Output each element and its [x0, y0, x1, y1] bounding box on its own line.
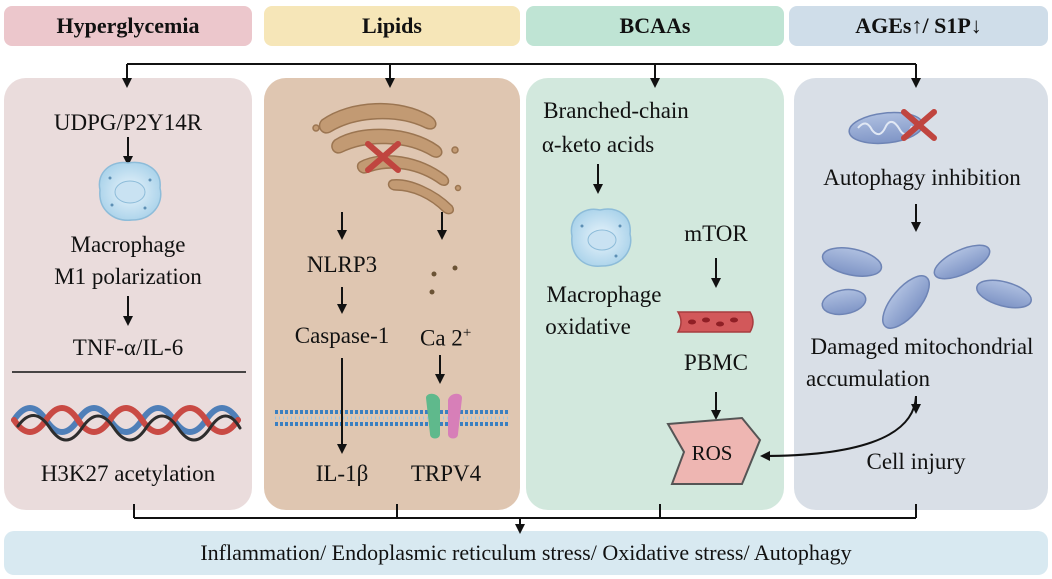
nlrp3-label: NLRP3: [306, 252, 378, 277]
macrophage-cell-icon: [98, 161, 162, 221]
header-lipids-label: Lipids: [362, 13, 422, 38]
x-mark-icon: [365, 141, 401, 173]
header-lipids: Lipids: [264, 6, 520, 46]
macrophage-oxidative-line2: oxidative: [545, 314, 631, 339]
autophagy-inhibition-label: Autophagy inhibition: [823, 165, 1021, 190]
damaged-mitochondria-icon: [821, 244, 1032, 329]
mtor-label: mTOR: [684, 221, 748, 246]
blood-vessel-icon: [676, 311, 754, 333]
top-connector: [122, 63, 921, 88]
macrophage-oxidative-icon: [570, 208, 632, 267]
header-hyperglycemia: Hyperglycemia: [4, 6, 252, 46]
outcomes-footer: Inflammation/ Endoplasmic reticulum stre…: [4, 531, 1048, 575]
pbmc-label: PBMC: [684, 350, 748, 375]
dna-helix-icon: [11, 405, 242, 442]
macrophage-label: Macrophage: [70, 232, 186, 257]
caspase-label: Caspase-1: [294, 323, 390, 348]
cell-injury-label: Cell injury: [866, 449, 966, 474]
receptor-label: UDPG/P2Y14R: [53, 110, 203, 135]
calcium-text: Ca 2: [420, 325, 463, 351]
calcium-ions-icon: [429, 265, 458, 295]
header-bcaas-label: BCAAs: [619, 13, 691, 38]
m1-polarization-label: M1 polarization: [54, 264, 202, 289]
header-hyperglycemia-label: Hyperglycemia: [56, 13, 200, 38]
macrophage-oxidative-line1: Macrophage: [546, 282, 662, 307]
calcium-charge: +: [462, 325, 472, 341]
header-ages: AGEs↑/ S1P↓: [789, 6, 1048, 46]
ros-burst-shape: [666, 416, 762, 485]
bottom-connector: [133, 504, 917, 534]
calcium-label: Ca 2+: [420, 320, 471, 352]
cytokines-label: TNF-α/IL-6: [72, 335, 184, 360]
il1b-label: IL-1β: [315, 461, 369, 486]
keto-acids-line2: α-keto acids: [541, 132, 655, 157]
ros-label: ROS: [691, 441, 733, 465]
damaged-mito-line1: Damaged mitochondrial: [810, 334, 1034, 359]
outcomes-label: Inflammation/ Endoplasmic reticulum stre…: [200, 540, 852, 565]
header-ages-label: AGEs↑/ S1P↓: [855, 13, 982, 38]
arrow-damaged-to-ros: [760, 395, 917, 461]
damaged-mito-line2: accumulation: [806, 366, 930, 391]
cell-membrane-icon: [275, 410, 510, 426]
x-mark-icon-mitochondria: [901, 109, 937, 141]
keto-acids-line1: Branched-chain: [543, 98, 689, 123]
header-bcaas: BCAAs: [526, 6, 784, 46]
acetylation-label: H3K27 acetylation: [40, 461, 216, 486]
trpv4-label: TRPV4: [410, 461, 482, 486]
trpv4-channel-icon: [426, 393, 462, 439]
